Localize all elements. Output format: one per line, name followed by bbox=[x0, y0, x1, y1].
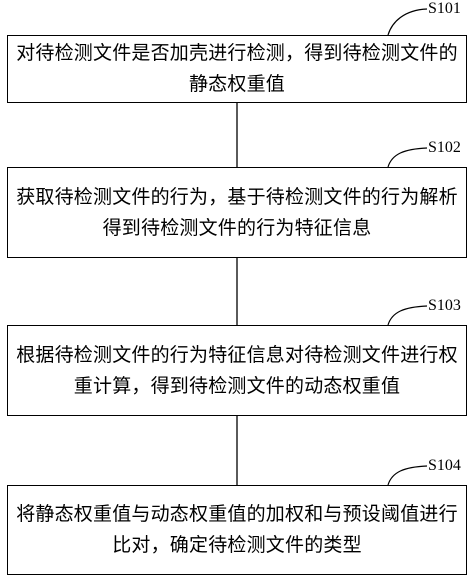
step-text-s104: 将静态权重值与动态权重值的加权和与预设阈值进行比对，确定待检测文件的类型 bbox=[16, 503, 458, 556]
step-box-s104: 将静态权重值与动态权重值的加权和与预设阈值进行比对，确定待检测文件的类型 bbox=[7, 485, 467, 575]
step-label-s101: S101 bbox=[428, 0, 461, 17]
step-label-s103: S103 bbox=[428, 297, 461, 314]
step-text-s101: 对待检测文件是否加壳进行检测，得到待检测文件的静态权重值 bbox=[16, 42, 458, 95]
leader-line-s103 bbox=[387, 305, 428, 326]
step-box-s101: 对待检测文件是否加壳进行检测，得到待检测文件的静态权重值 bbox=[7, 35, 467, 103]
step-text-s103: 根据待检测文件的行为特征信息对待检测文件进行权重计算，得到待检测文件的动态权重值 bbox=[16, 343, 458, 397]
step-label-s104: S104 bbox=[428, 457, 461, 474]
leader-line-s104 bbox=[387, 465, 428, 486]
leader-line-s102 bbox=[387, 147, 428, 168]
step-text-s102: 获取待检测文件的行为，基于待检测文件的行为解析得到待检测文件的行为特征信息 bbox=[16, 185, 458, 239]
leader-line-s101 bbox=[387, 8, 428, 36]
step-label-s102: S102 bbox=[428, 139, 461, 156]
step-box-s102: 获取待检测文件的行为，基于待检测文件的行为解析得到待检测文件的行为特征信息 bbox=[7, 167, 467, 258]
step-box-s103: 根据待检测文件的行为特征信息对待检测文件进行权重计算，得到待检测文件的动态权重值 bbox=[7, 325, 467, 416]
